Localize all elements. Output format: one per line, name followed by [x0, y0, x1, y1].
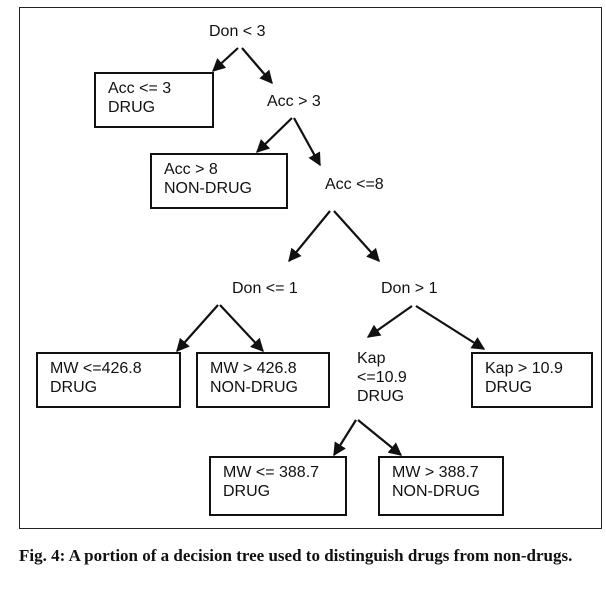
- edge-acc-gt-3-to-acc-gt-8: [256, 117, 293, 153]
- edge-kap-le-to-mw-gt-388: [357, 419, 403, 456]
- edge-acc-le-8-to-don-le-1: [288, 210, 331, 263]
- edge-don-le-1-to-mw-le: [176, 304, 219, 352]
- node-kap-le-10-9: Kap <=10.9 DRUG: [357, 350, 407, 405]
- figure-caption: Fig. 4: A portion of a decision tree use…: [19, 546, 573, 565]
- edge-don-gt-1-to-kap-le: [366, 305, 413, 338]
- edge-root-to-acc-gt-3: [241, 47, 273, 85]
- node-don-le-1: Don <= 1: [232, 280, 298, 297]
- node-acc-le-8: Acc <=8: [325, 176, 384, 193]
- edge-don-gt-1-to-kap-gt: [415, 305, 486, 350]
- edge-acc-gt-3-to-acc-le-8: [293, 117, 321, 167]
- node-acc-gt-3: Acc > 3: [267, 93, 321, 110]
- edge-kap-le-to-mw-le-388: [333, 419, 357, 457]
- edge-root-to-acc-le-3: [212, 47, 239, 72]
- edge-don-le-1-to-mw-gt: [219, 304, 264, 352]
- node-don-gt-1: Don > 1: [381, 280, 438, 297]
- figure-frame: [19, 7, 602, 529]
- node-don-lt-3: Don < 3: [209, 23, 266, 40]
- edge-acc-le-8-to-don-gt-1: [333, 210, 380, 262]
